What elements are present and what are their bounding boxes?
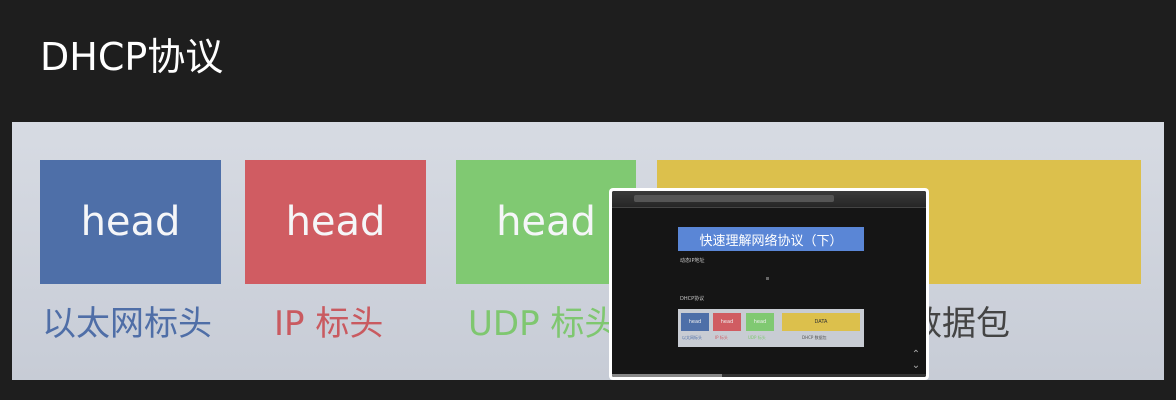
ip-header-caption: IP 标头	[274, 304, 384, 344]
ip-header-box: head	[245, 160, 426, 284]
pip-progress-bar[interactable]	[612, 374, 926, 377]
ethernet-header-caption: 以太网标头	[42, 304, 212, 344]
pip-line-1: 动态IP地址	[680, 258, 705, 264]
pip-mini-ip-caption: IP 标头	[715, 335, 728, 340]
picture-in-picture-window[interactable]: 快速理解网络协议（下） 动态IP地址 DHCP协议 head head head…	[609, 188, 929, 380]
udp-header-caption: UDP 标头	[468, 304, 619, 344]
pip-cursor	[766, 277, 769, 280]
pip-line-2: DHCP协议	[680, 296, 705, 302]
pip-mini-data-caption: DHCP 数据包	[802, 335, 827, 340]
ethernet-header-box: head	[40, 160, 221, 284]
pip-mini-data-box: DATA	[782, 313, 860, 331]
udp-header-box: head	[456, 160, 636, 284]
expand-icon[interactable]: ⌃⌄	[911, 349, 921, 371]
pip-slide-title: 快速理解网络协议（下）	[678, 227, 864, 251]
pip-browser-bar	[612, 191, 926, 208]
page-title: DHCP协议	[40, 35, 224, 79]
pip-mini-udp-box: head	[746, 313, 774, 331]
pip-mini-ip-box: head	[713, 313, 741, 331]
pip-mini-ethernet-caption: 以太网标头	[682, 335, 702, 340]
pip-url-bar	[634, 195, 834, 202]
slide-panel: head head head a 以太网标头 IP 标头 UDP 标头 数据包	[12, 122, 1164, 380]
pip-screen: 快速理解网络协议（下） 动态IP地址 DHCP协议 head head head…	[612, 191, 926, 377]
pip-progress-fill	[612, 374, 722, 377]
pip-mini-ethernet-box: head	[681, 313, 709, 331]
pip-mini-diagram: head head head DATA 以太网标头 IP 标头 UDP 标头 D…	[678, 309, 864, 347]
pip-mini-udp-caption: UDP 标头	[748, 335, 766, 340]
